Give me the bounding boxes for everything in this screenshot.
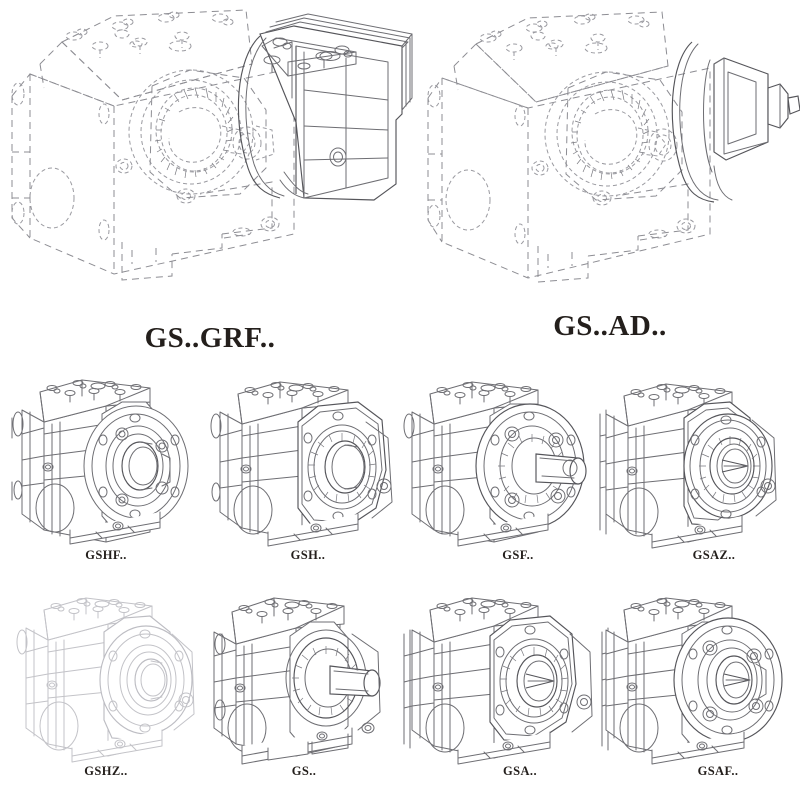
heading-gs-ad: GS..AD.. (553, 310, 667, 342)
variant-cell-gsf: GSF.. (403, 362, 611, 577)
gear-unit-with-motor-adapter-drawing (4, 2, 420, 292)
variant-cell-gshf: GSHF.. (10, 362, 210, 577)
gsaz-drawing (604, 362, 800, 552)
bearing-slot-ring (154, 87, 234, 179)
gshz-drawing (10, 578, 210, 768)
input-shaft-adapter-solid-body (671, 41, 800, 203)
bearing-slot-ring (308, 433, 377, 503)
variant-label-gsaf: GSAF.. (697, 764, 739, 778)
bearing-slot-ring (500, 647, 569, 717)
gear-unit-with-input-shaft-adapter-drawing (424, 2, 800, 292)
gshf-drawing (10, 362, 210, 552)
gsaf-drawing (604, 578, 800, 768)
variant-label-gsf: GSF.. (502, 548, 534, 562)
variant-label-gshf: GSHF.. (85, 548, 127, 562)
variant-cell-gshz: GSHZ.. (10, 578, 210, 793)
variant-cell-gsaz: GSAZ.. (604, 362, 800, 577)
variant-cell-gs: GS.. (212, 578, 413, 793)
variant-label-gs: GS.. (291, 764, 317, 778)
variant-label-gsh: GSH.. (290, 548, 326, 562)
motor-adapter-solid-body (237, 13, 413, 201)
variant-cell-gsh: GSH.. (210, 362, 412, 577)
ghost-housing-outline (11, 9, 295, 281)
variant-label-gsaz: GSAZ.. (692, 548, 736, 562)
variant-cell-gsaf: GSAF.. (604, 578, 800, 793)
heading-gs-grf: GS..GRF.. (144, 322, 276, 354)
ghost-housing-outline (427, 11, 711, 283)
gsh-drawing (210, 362, 412, 552)
gsf-drawing (403, 362, 611, 552)
gs-drawing (212, 578, 413, 768)
variant-label-gshz: GSHZ.. (84, 764, 128, 778)
variant-label-gsa: GSA.. (503, 764, 537, 778)
variant-cell-gsa: GSA.. (410, 578, 611, 793)
gsa-drawing (410, 578, 611, 768)
